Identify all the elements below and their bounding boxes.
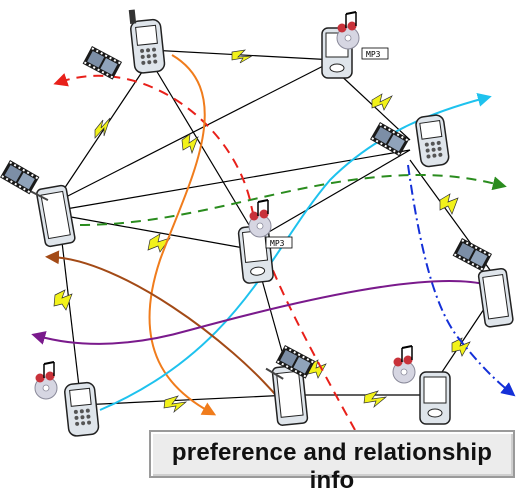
mp3-file-icon: MP3 (265, 236, 293, 249)
mp3-file-icon: MP3 (361, 47, 389, 60)
phone-device-bottom-left (64, 381, 100, 437)
orange-arrow (148, 54, 217, 416)
tablet-device-bottom (265, 364, 309, 426)
phone-device-top-left (128, 9, 166, 74)
purple-arrow (31, 280, 489, 345)
svg-text:MP3: MP3 (270, 239, 285, 248)
film-icon (82, 46, 123, 80)
film-icon (0, 160, 40, 195)
svg-text:MP3: MP3 (366, 50, 381, 59)
music-icon (392, 345, 416, 384)
red-dashed-arrow (53, 73, 356, 431)
lightning-bolts (53, 49, 471, 414)
film-icon (452, 238, 493, 272)
music-icon (248, 199, 272, 238)
tablet-device-left (29, 184, 76, 248)
phone-device-right-upper (415, 114, 450, 168)
wireless-links (59, 49, 491, 406)
brown-arrow (45, 250, 281, 401)
green-dashed-arrow (79, 173, 507, 226)
caption-text: preference and relationship info (171, 439, 493, 494)
tablet-device-right (477, 268, 514, 328)
music-icon (34, 361, 58, 400)
pda-device-bottom-right (419, 371, 451, 425)
music-icon (336, 11, 360, 50)
caption-box: preference and relationship info (149, 430, 515, 494)
